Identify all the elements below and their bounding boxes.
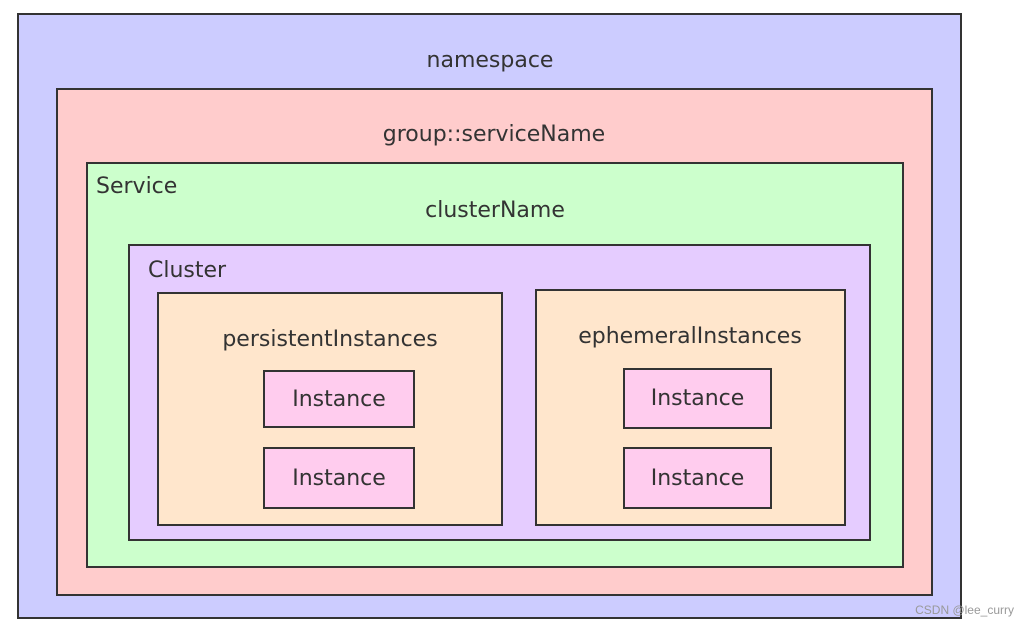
ephemeral-instances-label: ephemeralInstances xyxy=(578,324,802,349)
persistent-instance-box-2: Instance xyxy=(263,447,415,509)
namespace-label: namespace xyxy=(426,48,554,73)
watermark: CSDN @lee_curry xyxy=(915,603,1014,617)
group-service-name-label: group::serviceName xyxy=(382,122,606,147)
persistent-instances-label: persistentInstances xyxy=(222,327,438,352)
instance-label: Instance xyxy=(650,465,745,491)
ephemeral-instance-box-1: Instance xyxy=(623,368,772,429)
service-label: Service xyxy=(96,174,178,199)
instance-label: Instance xyxy=(292,386,386,412)
instance-label: Instance xyxy=(650,386,745,411)
cluster-label: Cluster xyxy=(148,258,227,283)
cluster-name-label: clusterName xyxy=(425,198,565,223)
instance-label: Instance xyxy=(292,465,386,491)
ephemeral-instance-box-2: Instance xyxy=(623,447,772,509)
persistent-instance-box-1: Instance xyxy=(263,370,415,428)
